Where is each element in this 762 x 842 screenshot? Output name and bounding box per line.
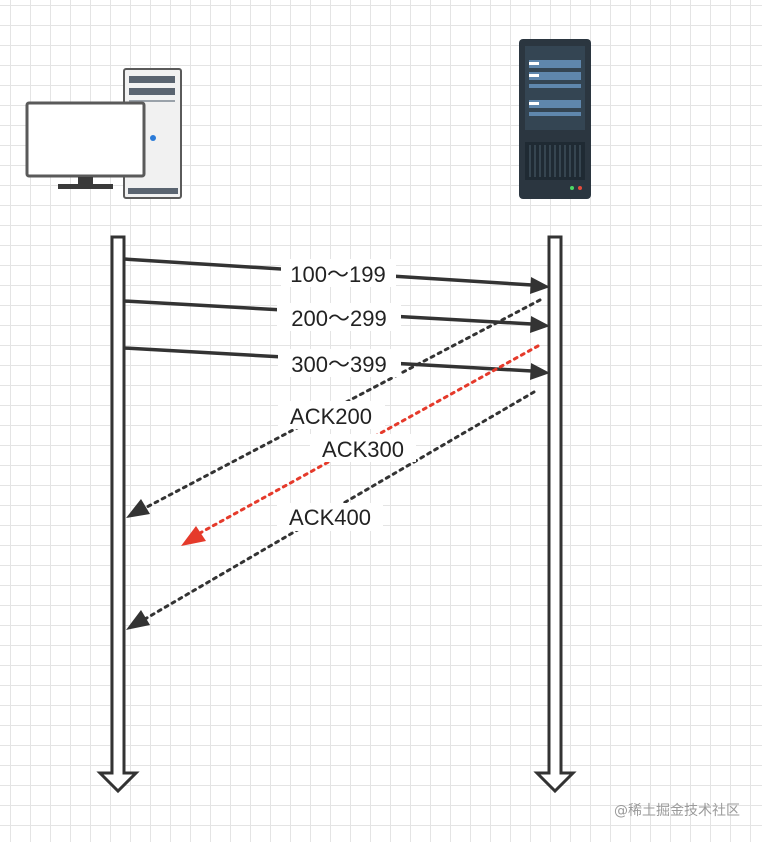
ack-label: ACK400 [289,505,371,530]
segment-label: 300～399 [291,352,386,377]
segment-label: 200～299 [291,306,386,331]
desktop-computer-icon [25,68,182,199]
server-rack-icon [519,39,591,199]
watermark: @稀土掘金技术社区 [614,803,740,819]
client-lifeline [96,235,140,794]
ack-label: ACK200 [290,404,372,429]
server-lifeline [533,235,577,794]
label-bg [310,434,416,462]
segment-label: 100～199 [290,262,385,287]
label-bg [278,349,401,377]
label-bg [277,503,383,531]
ack-label: ACK300 [322,437,404,462]
label-bg [277,303,401,331]
label-bg [281,259,396,287]
label-bg [278,401,385,429]
